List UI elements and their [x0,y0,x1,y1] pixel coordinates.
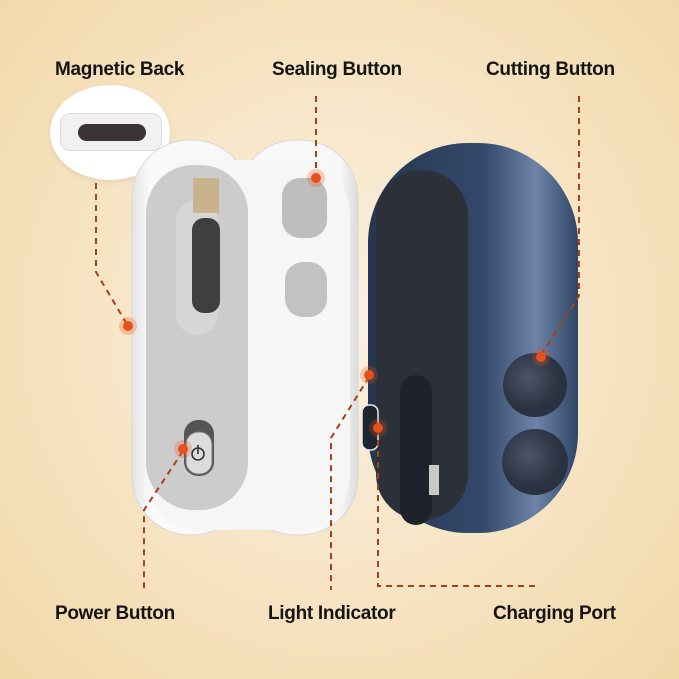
device-edge [60,113,162,151]
white-sealer [131,139,359,536]
label-light-indicator: Light Indicator [268,603,396,624]
power-icon [191,445,205,461]
blue-sealer [361,143,578,533]
leader-light-indicator [330,376,370,590]
sealing-button-knob [502,429,568,495]
callout-dots [119,169,550,458]
label-sealing-button: Sealing Button [272,59,402,80]
label-power-button: Power Button [55,603,175,624]
leader-magnetic-back [95,183,129,327]
magnet-strip [78,124,146,141]
label-cutting-button: Cutting Button [486,59,615,80]
cutting-button-knob [503,353,567,417]
label-magnetic-back: Magnetic Back [55,59,185,80]
label-charging-port: Charging Port [493,603,616,624]
leader-charging-port [377,429,535,587]
leader-power-button [143,450,184,590]
leader-cutting-button [540,96,580,356]
